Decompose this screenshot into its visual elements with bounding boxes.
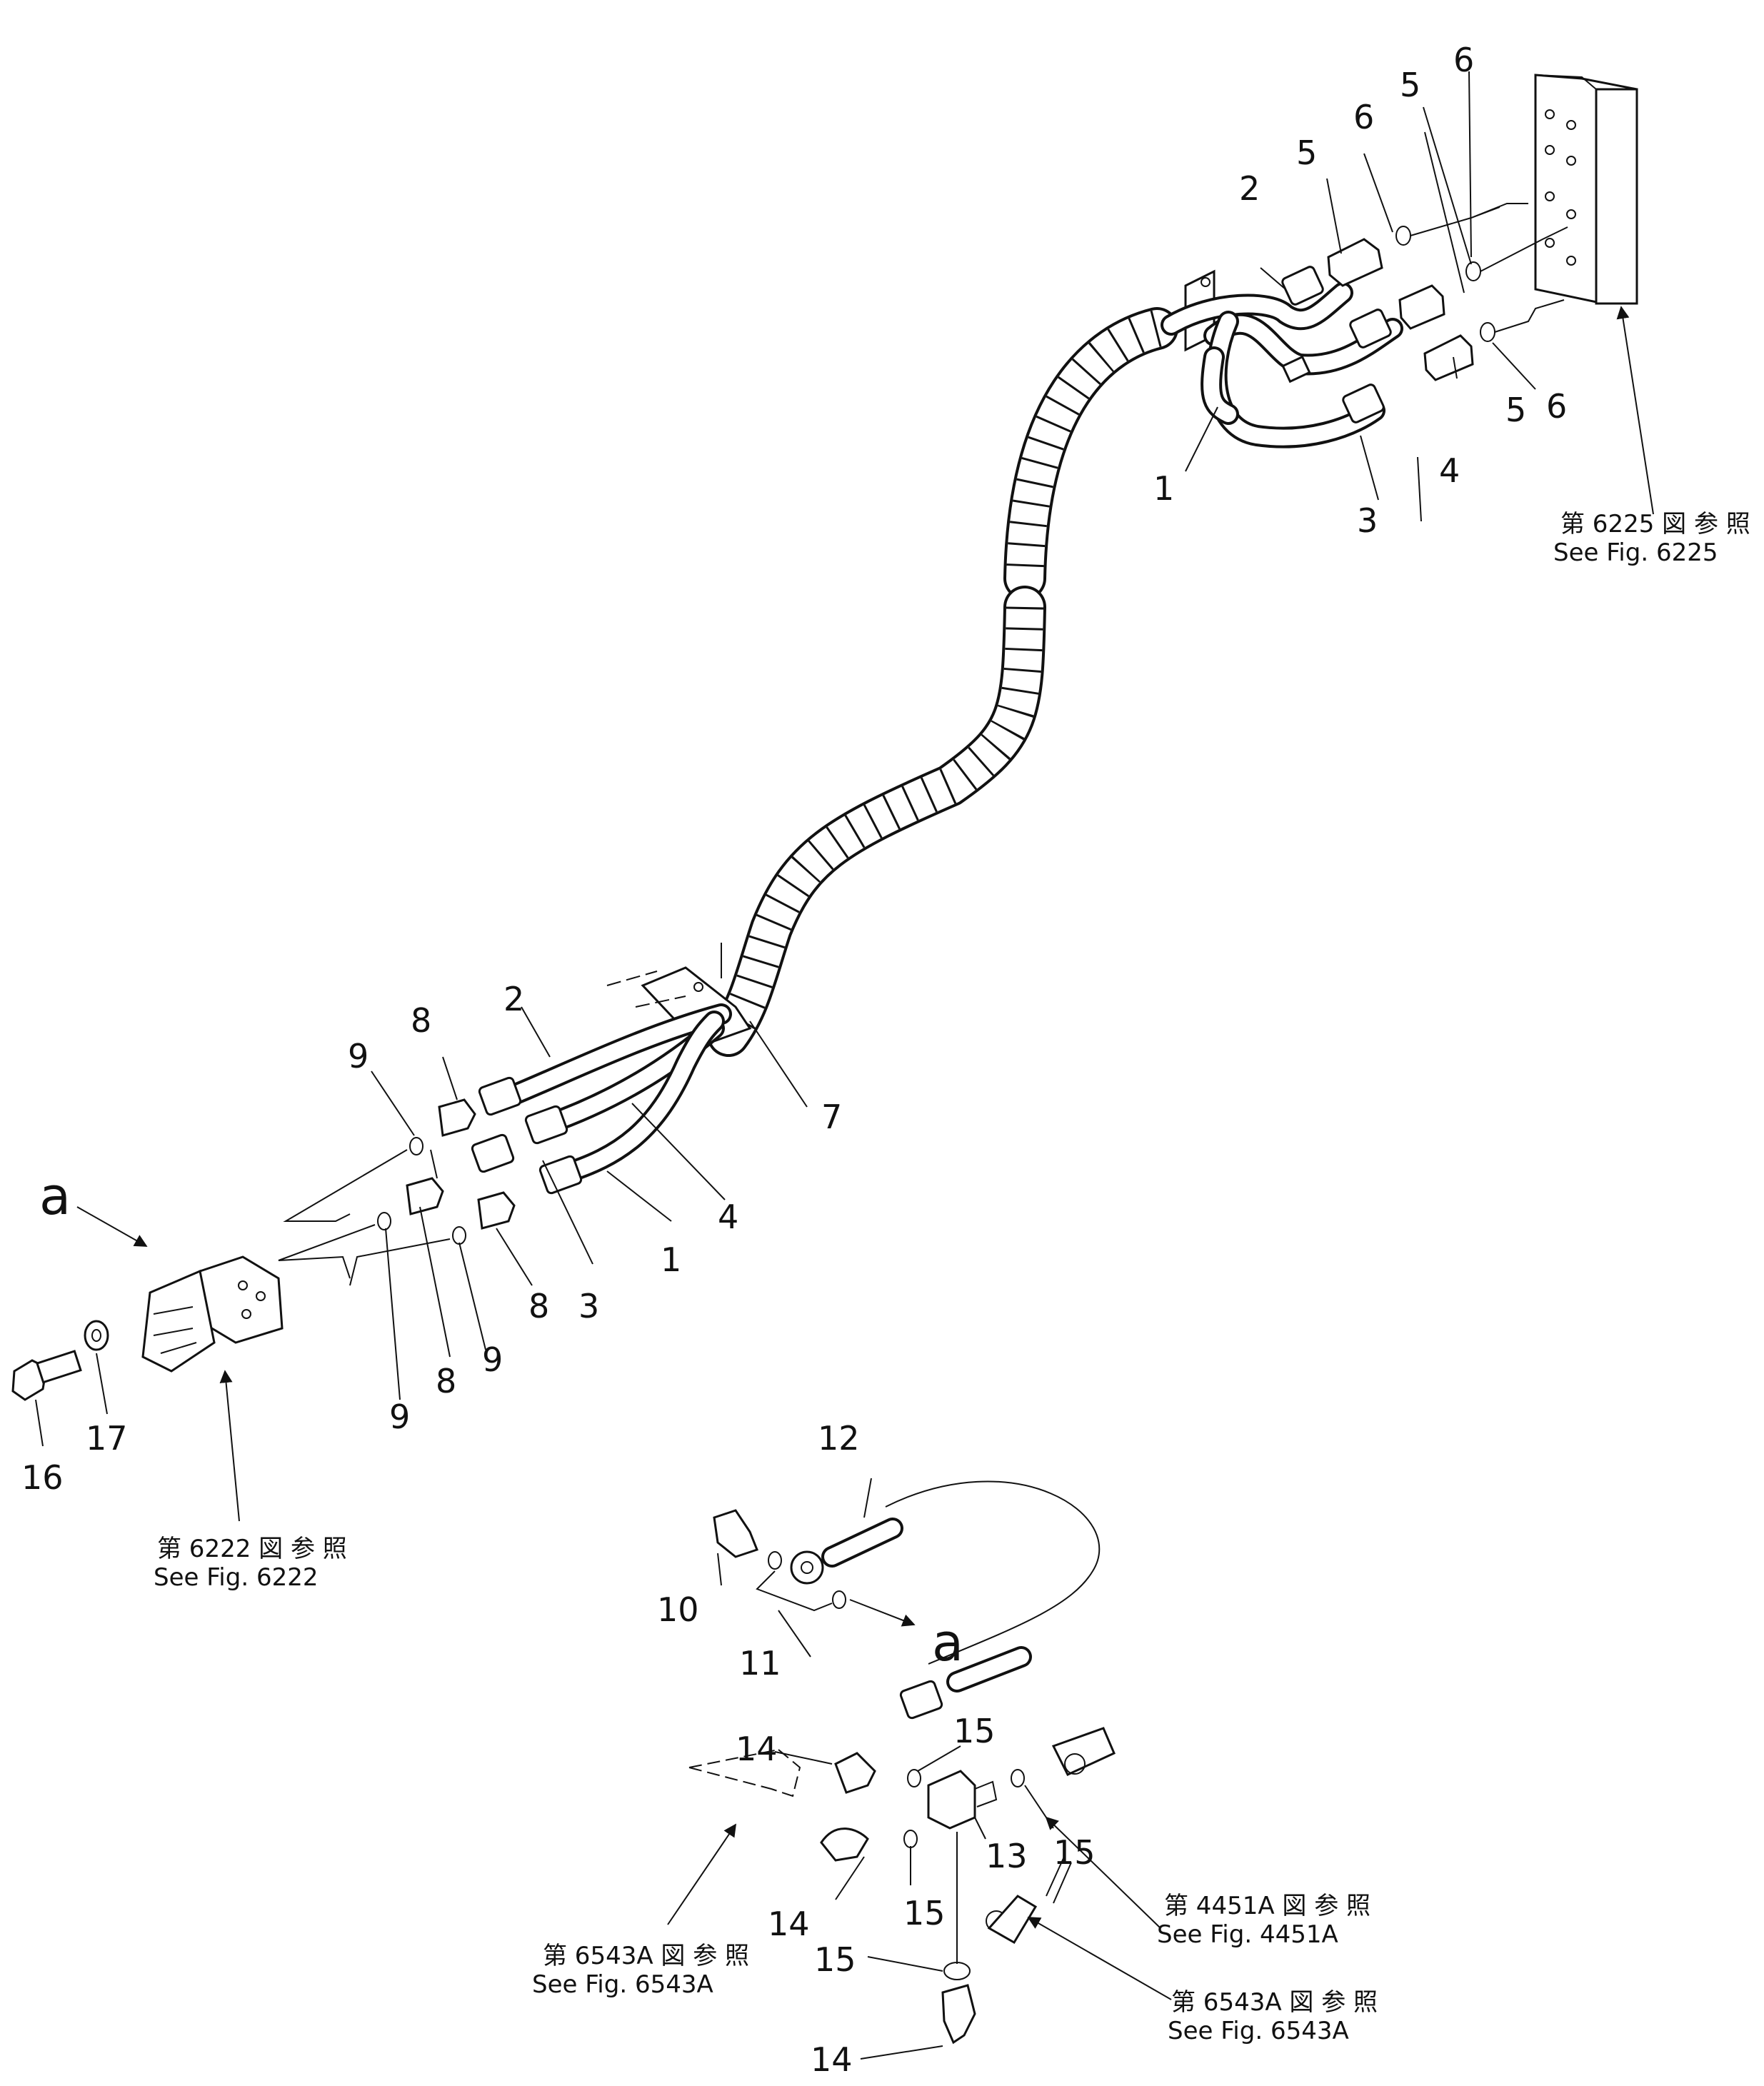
ref-6543a-2-en: See Fig. 6543A (1168, 2017, 1349, 2045)
ref-6225-en: See Fig. 6225 (1553, 538, 1718, 567)
callout-3-top: 3 (1357, 501, 1378, 540)
lower-hoses (471, 1003, 732, 1195)
callout-7: 7 (821, 1098, 842, 1136)
ref-6225-jp: 第 6225 図 参 照 (1560, 510, 1750, 538)
callout-5-top-a: 5 (1296, 134, 1317, 172)
bolt-and-washer (11, 1320, 109, 1401)
callout-14-c: 14 (811, 2040, 853, 2079)
callout-16: 16 (21, 1458, 64, 1497)
callout-5-top-c: 5 (1505, 391, 1526, 429)
callout-5-top-b: 5 (1400, 66, 1420, 104)
callout-9-c: 9 (389, 1398, 410, 1436)
callout-4-top: 4 (1439, 451, 1460, 490)
callout-1-top: 1 (1153, 469, 1174, 508)
callout-8-a: 8 (411, 1001, 431, 1040)
leader-lines (35, 71, 1654, 2060)
callout-9-a: 9 (348, 1037, 369, 1075)
callout-8-c: 8 (436, 1362, 456, 1400)
callout-15-d: 15 (814, 1940, 856, 1979)
ref-6222-jp: 第 6222 図 参 照 (157, 1535, 347, 1563)
ref-6543a-1-jp: 第 6543A 図 参 照 (543, 1942, 749, 1970)
callout-11: 11 (739, 1644, 781, 1683)
lower-fittings (278, 1098, 516, 1286)
figure-references: 第 6225 図 参 照 See Fig. 6225 第 6222 図 参 照 … (154, 510, 1750, 2045)
callout-14-b: 14 (768, 1905, 810, 1943)
motor-unit (141, 1255, 284, 1373)
upper-fittings (1281, 203, 1568, 423)
callout-2-mid: 2 (503, 980, 524, 1018)
letter-a-left: a (39, 1166, 71, 1226)
callout-6-top-a: 6 (1353, 98, 1374, 136)
callout-9-b: 9 (482, 1340, 503, 1379)
callout-3-mid: 3 (578, 1287, 599, 1325)
callout-15-c: 15 (903, 1894, 946, 1932)
hose-bundle (707, 307, 1178, 1057)
callout-8-b: 8 (528, 1287, 549, 1325)
letter-a-right: a (932, 1613, 963, 1673)
ref-6543a-1-en: See Fig. 6543A (532, 1970, 713, 1999)
callout-6-top-b: 6 (1453, 41, 1474, 79)
callout-12: 12 (818, 1419, 860, 1458)
callout-2-top: 2 (1239, 169, 1260, 208)
valve-block (1534, 74, 1638, 305)
callout-15-b: 15 (1053, 1833, 1096, 1872)
callout-13: 13 (986, 1837, 1028, 1875)
bottom-assembly (688, 1480, 1116, 2045)
ref-6222-en: See Fig. 6222 (154, 1563, 318, 1592)
callout-10: 10 (657, 1590, 699, 1629)
callout-6-top-c: 6 (1546, 387, 1567, 426)
ref-4451a-en: See Fig. 4451A (1157, 1920, 1338, 1949)
callout-14-a: 14 (736, 1730, 778, 1768)
callout-17: 17 (86, 1419, 128, 1458)
callout-15-a: 15 (953, 1712, 996, 1750)
ref-6543a-2-jp: 第 6543A 図 参 照 (1171, 1988, 1378, 2017)
callout-numbers: 2 5 6 5 6 5 6 4 3 1 2 7 4 1 3 8 9 8 9 8 … (21, 41, 1567, 2079)
ref-4451a-jp: 第 4451A 図 参 照 (1164, 1892, 1370, 1920)
callout-4-mid: 4 (718, 1198, 738, 1236)
callout-1-mid: 1 (661, 1240, 681, 1279)
